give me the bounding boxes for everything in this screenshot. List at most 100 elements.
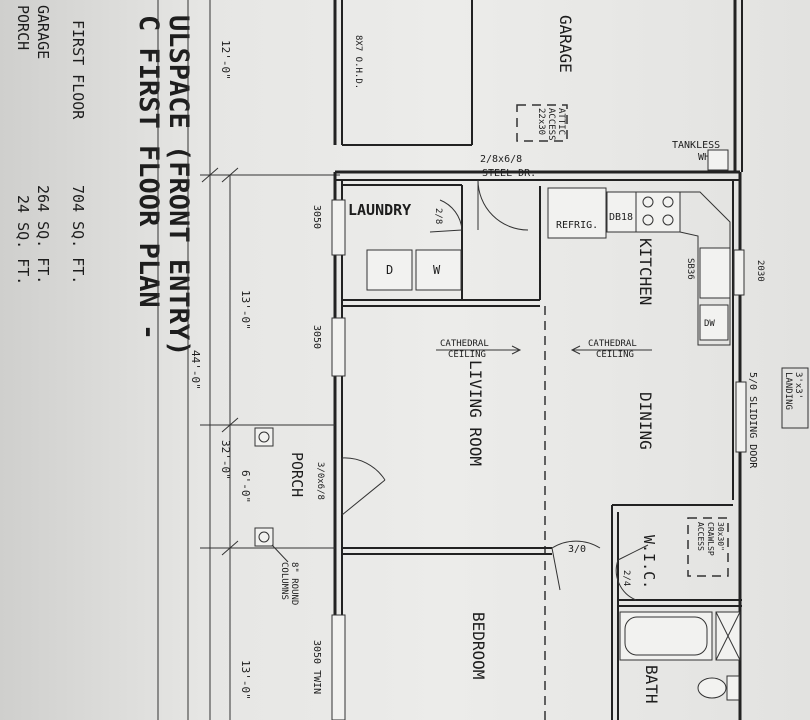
wic-bath-area: [611, 504, 742, 720]
round-column-icon: [254, 527, 274, 547]
room-bath: BATH: [642, 665, 661, 704]
dim-6ft: 6'-0": [239, 470, 252, 503]
water-heater-icon: [707, 149, 729, 171]
room-kitchen: KITCHEN: [636, 238, 655, 305]
burner-icon: [642, 214, 654, 226]
room-dining: DINING: [636, 392, 655, 450]
dim-13ft-b: 13'-0": [239, 660, 252, 700]
column-leader: [271, 544, 289, 563]
label-cathedral-left: CATHEDRAL: [440, 339, 489, 349]
arrow-right-icon: [436, 345, 522, 355]
label-dryer: D: [386, 263, 393, 277]
label-ceiling-left: CEILING: [448, 350, 486, 360]
wic-door-swing: [615, 544, 649, 601]
round-column-icon: [254, 427, 274, 447]
label-window-3050-a: 3050: [311, 205, 322, 229]
label-tankless: TANKLESS: [672, 140, 720, 151]
label-sb36: SB36: [685, 258, 695, 280]
laundry-room: [342, 184, 540, 307]
label-washer: W: [433, 263, 441, 277]
burner-icon: [662, 214, 674, 226]
label-wh: WH: [698, 152, 710, 163]
label-ext-ohd: 8X7 O.H.D.: [353, 35, 363, 89]
label-window-3050-b: 3050: [311, 325, 322, 349]
label-crawl-size: 30x30": [716, 522, 725, 551]
db18-cabinet-icon: [606, 191, 638, 233]
bedroom-door-swing: [551, 540, 601, 591]
room-laundry: LAUNDRY: [348, 201, 411, 219]
label-front-door: 3/0x6/8: [315, 462, 325, 500]
area-label-porch: PORCH: [14, 5, 32, 50]
plan-title-line1: C FIRST FLOOR PLAN -: [133, 15, 164, 340]
front-door-swing: [341, 457, 386, 516]
label-attic: ATTIC: [556, 108, 566, 135]
room-living-room: LIVING ROOM: [466, 360, 485, 466]
range-icon: [635, 191, 681, 233]
room-garage: GARAGE: [556, 15, 575, 73]
window-3050-b-icon: [331, 317, 346, 377]
area-value-garage: 264 SQ. FT.: [34, 185, 52, 284]
arrow-left-icon: [570, 345, 652, 355]
label-window-2030: 2030: [755, 260, 765, 282]
label-landing: LANDING: [783, 372, 793, 410]
label-refrig: REFRIG.: [556, 220, 598, 231]
area-label-garage: GARAGE: [34, 5, 52, 59]
bedroom-walls: [342, 540, 601, 591]
dishwasher-icon: [699, 304, 729, 341]
title-block: C FIRST FLOOR PLAN - ULSPACE (FRONT ENTR…: [133, 15, 194, 356]
attic-access-hatch: [516, 104, 568, 142]
label-sliding-door: 5/0 SLIDING DOOR: [747, 372, 758, 469]
label-landing-size: 3'x3': [793, 372, 803, 399]
dim-44ft: 44'-0": [189, 350, 202, 390]
plan-title-line2: ULSPACE (FRONT ENTRY): [163, 15, 194, 356]
area-value-first-floor: 704 SQ. FT.: [69, 185, 87, 284]
landing-box: [781, 367, 809, 429]
label-attic-access: ACCESS: [546, 108, 556, 141]
label-attic-size: 22x30: [536, 108, 546, 135]
room-wic: W.I.C.: [640, 535, 658, 589]
label-bedroom-door: 3/0: [568, 544, 586, 555]
label-dw: DW: [704, 319, 715, 329]
washer-icon: [415, 249, 462, 291]
burner-icon: [662, 196, 674, 208]
dim-12ft: 12'-0": [219, 40, 232, 80]
sliding-door-icon: [735, 381, 747, 453]
steel-door-swing: [477, 179, 529, 231]
label-db18: DB18: [609, 212, 633, 223]
counter-outline: [679, 191, 731, 346]
label-ceiling-right: CEILING: [596, 350, 634, 360]
window-3050-a-icon: [331, 199, 346, 256]
label-crawl-access: ACCESS: [696, 522, 705, 551]
area-value-porch: 24 SQ. FT.: [14, 195, 32, 285]
dim-32ft: 32'-0": [219, 440, 232, 480]
dimension-lines: [200, 0, 340, 720]
label-laundry-door: 2/8: [433, 208, 443, 224]
room-porch: PORCH: [288, 452, 306, 497]
porch-area: [254, 424, 386, 563]
label-steel-door: STEEL DR.: [482, 168, 536, 179]
toilet-icon: [697, 677, 727, 699]
label-window-3050-twin: 3050 TWIN: [311, 640, 322, 694]
label-round-columns-size: 8" ROUND: [289, 562, 299, 605]
label-steel-door-size: 2/8x6/8: [480, 154, 522, 165]
garage-area: [333, 0, 743, 181]
label-crawlsp: CRAWLSP: [706, 522, 715, 556]
window-3050-twin-icon: [331, 614, 346, 720]
area-table: FIRST FLOOR 704 SQ. FT. GARAGE 264 SQ. F…: [14, 5, 87, 285]
label-round-columns: COLUMNS: [279, 562, 289, 600]
room-bedroom: BEDROOM: [469, 612, 488, 679]
dim-13ft-a: 13'-0": [239, 290, 252, 330]
label-wic-door: 2/4: [621, 570, 631, 586]
dryer-icon: [366, 249, 413, 291]
kitchen-area: [539, 186, 745, 346]
area-label-first-floor: FIRST FLOOR: [69, 20, 87, 120]
sink-icon: [699, 247, 731, 299]
window-2030-icon: [733, 249, 745, 296]
label-cathedral-right: CATHEDRAL: [588, 339, 637, 349]
crawlspace-access-hatch: [687, 517, 729, 577]
bathtub-icon: [619, 611, 713, 661]
burner-icon: [642, 196, 654, 208]
refrigerator-icon: [547, 187, 607, 239]
